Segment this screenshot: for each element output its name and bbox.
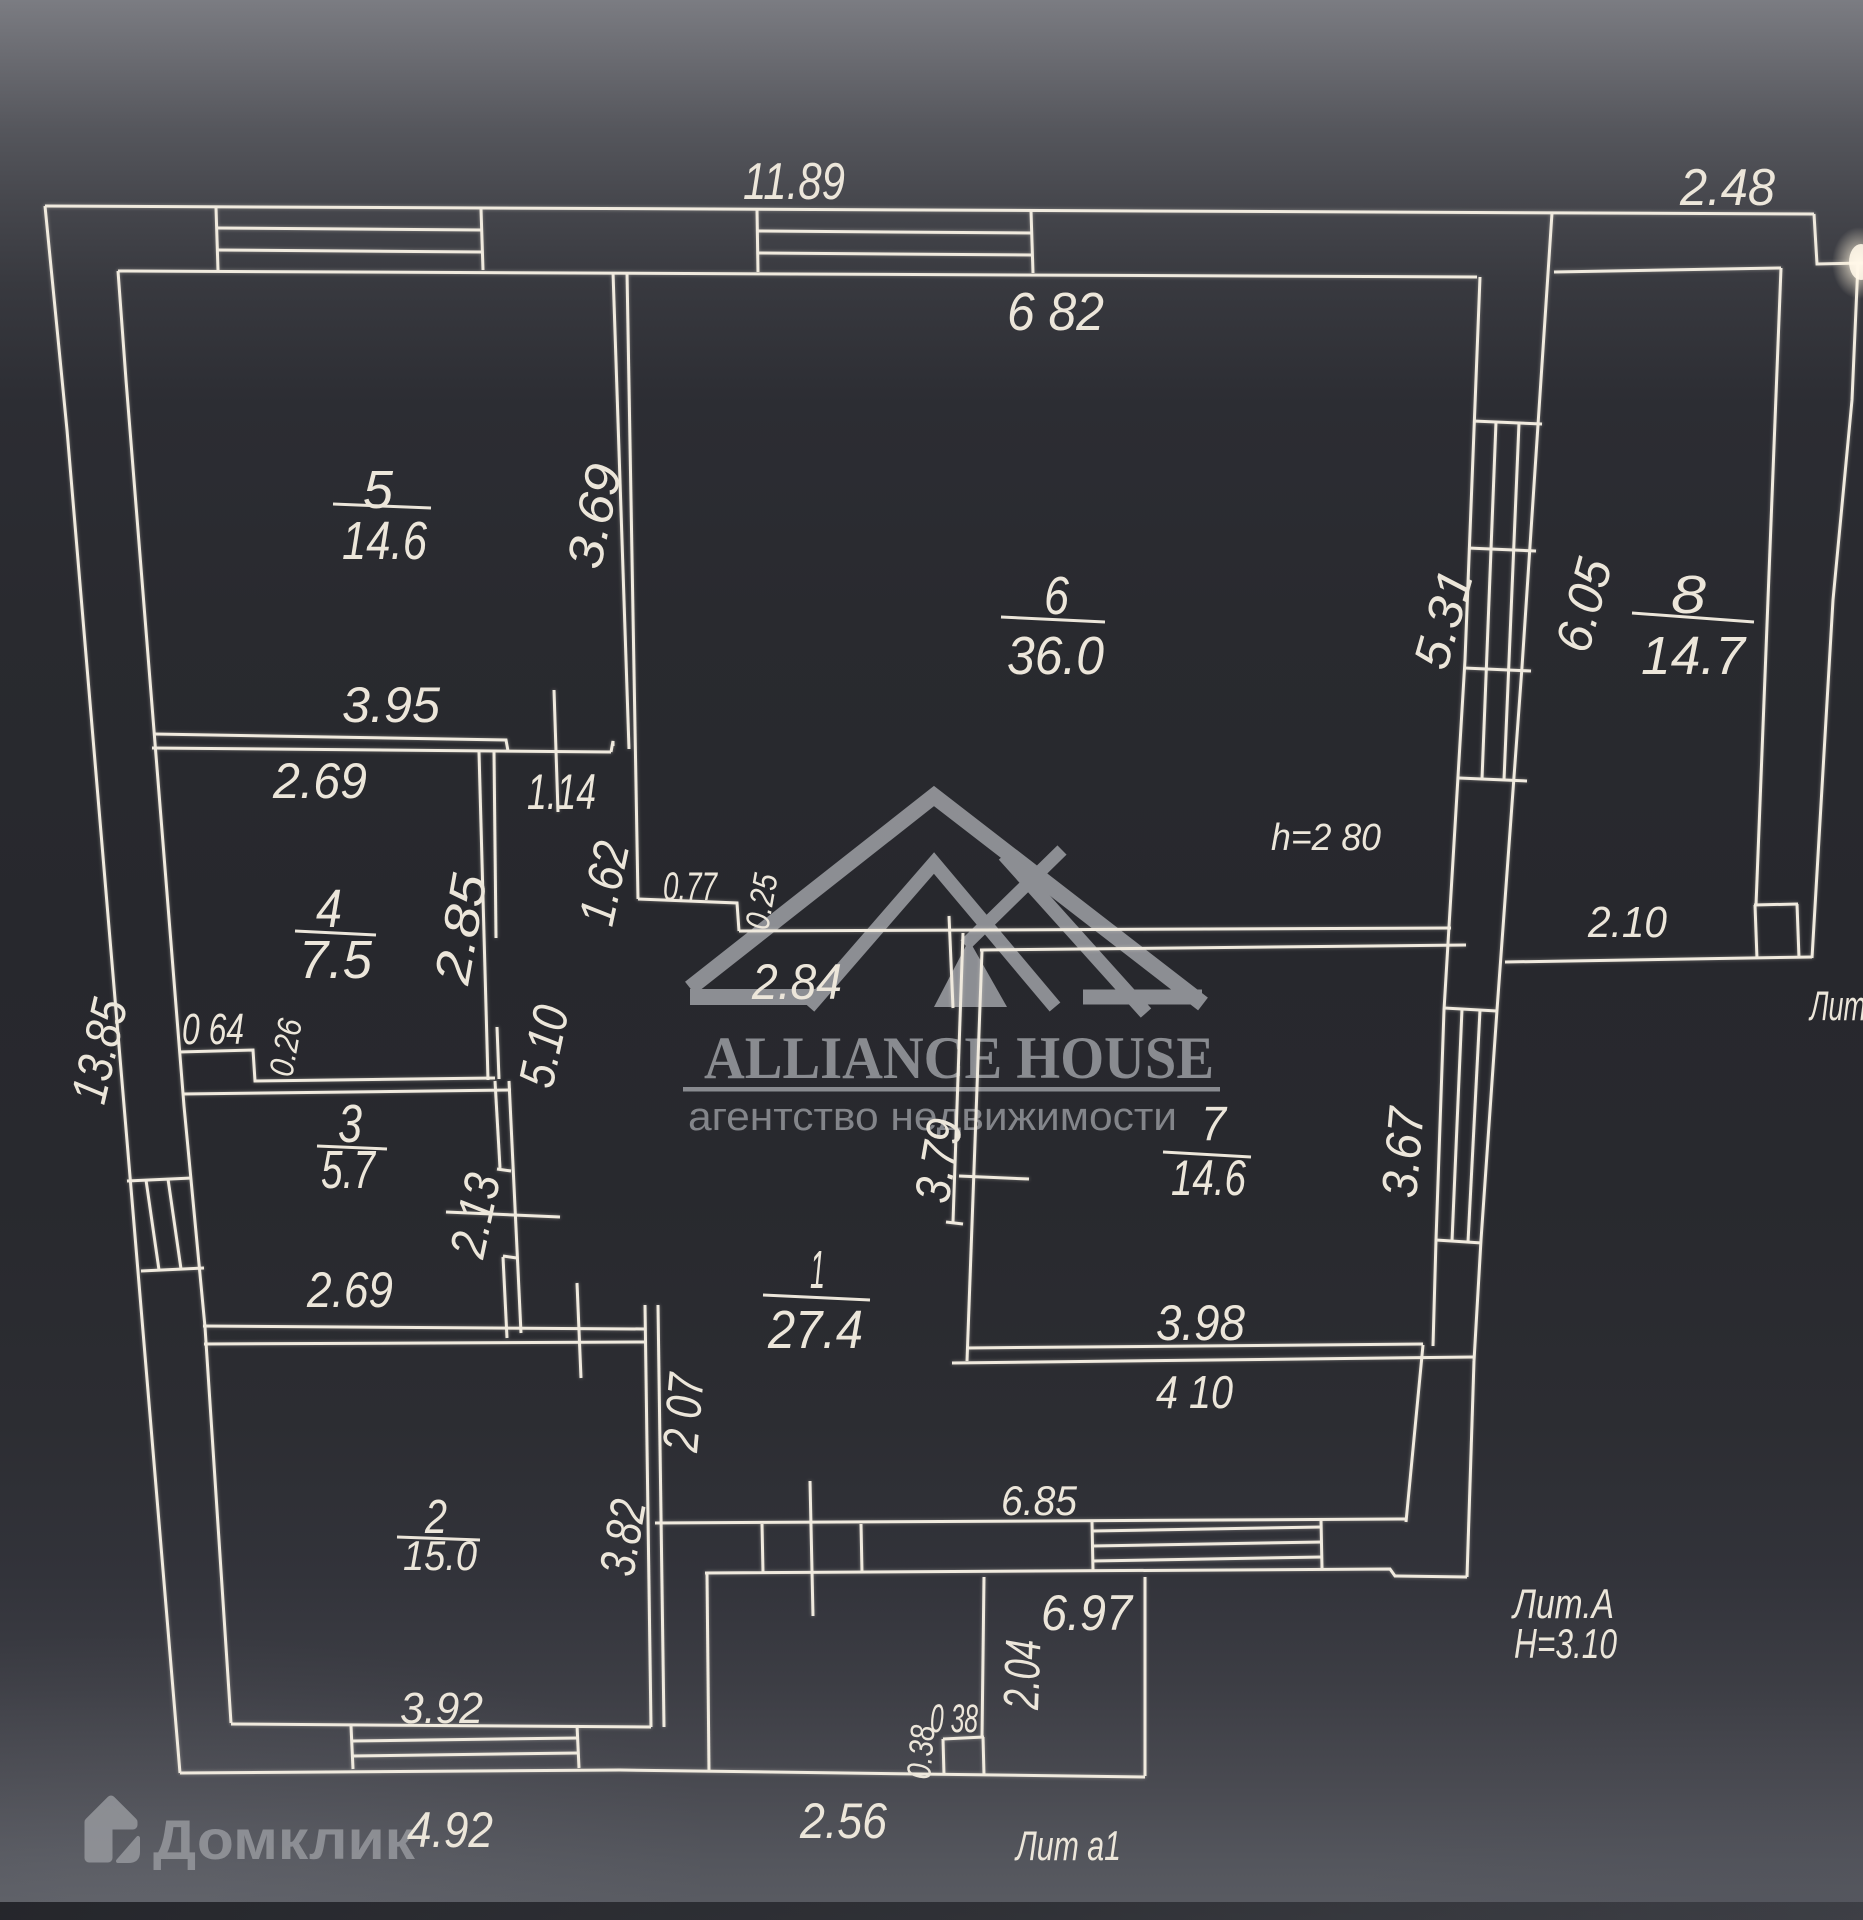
svg-text:2 07: 2 07 [652, 1370, 715, 1455]
svg-text:6.85: 6.85 [1001, 1477, 1078, 1524]
svg-text:1: 1 [810, 1240, 825, 1300]
svg-text:2: 2 [424, 1491, 447, 1544]
svg-text:14.6: 14.6 [1171, 1150, 1246, 1206]
svg-text:7: 7 [1201, 1098, 1228, 1151]
svg-text:2.69: 2.69 [306, 1262, 393, 1318]
svg-text:6: 6 [1044, 566, 1070, 626]
svg-text:27.4: 27.4 [767, 1300, 863, 1360]
svg-text:Лит.А: Лит.А [1511, 1580, 1614, 1627]
svg-text:7.5: 7.5 [299, 930, 373, 990]
svg-text:2.48: 2.48 [1679, 159, 1775, 217]
svg-text:0 38: 0 38 [930, 1697, 978, 1741]
svg-text:6.97: 6.97 [1041, 1585, 1134, 1641]
svg-text:11.89: 11.89 [743, 153, 845, 211]
svg-text:Лит: Лит [1808, 982, 1863, 1029]
svg-text:3: 3 [338, 1094, 362, 1154]
svg-text:2.04: 2.04 [993, 1638, 1051, 1711]
svg-text:2.69: 2.69 [272, 753, 367, 809]
svg-text:4.92: 4.92 [407, 1802, 493, 1858]
svg-text:агентство недвижимости: агентство недвижимости [688, 1095, 1177, 1139]
svg-text:Лит а1: Лит а1 [1014, 1822, 1121, 1869]
svg-text:2.10: 2.10 [1587, 898, 1667, 947]
svg-text:3.92: 3.92 [400, 1684, 483, 1733]
svg-text:14.7: 14.7 [1641, 626, 1747, 686]
svg-text:3.95: 3.95 [342, 677, 440, 733]
svg-text:5: 5 [363, 460, 394, 520]
svg-text:4 10: 4 10 [1156, 1366, 1233, 1418]
svg-text:14.6: 14.6 [342, 511, 428, 571]
svg-text:0 64: 0 64 [182, 1005, 244, 1054]
svg-text:0.77: 0.77 [663, 865, 718, 909]
svg-text:1.14: 1.14 [527, 764, 596, 820]
svg-text:4: 4 [316, 879, 342, 939]
svg-text:h=2 80: h=2 80 [1271, 817, 1381, 859]
svg-text:3.67: 3.67 [1371, 1103, 1435, 1200]
svg-text:5.7: 5.7 [321, 1140, 376, 1200]
svg-text:2.56: 2.56 [799, 1793, 887, 1849]
svg-text:6 82: 6 82 [1007, 282, 1104, 342]
svg-text:0.38: 0.38 [900, 1724, 943, 1781]
svg-text:2.84: 2.84 [751, 954, 842, 1010]
svg-text:3.98: 3.98 [1156, 1295, 1245, 1351]
svg-text:3.82: 3.82 [589, 1495, 657, 1580]
svg-text:36.0: 36.0 [1007, 626, 1104, 686]
svg-text:Домклик: Домклик [153, 1808, 416, 1871]
svg-text:H=3.10: H=3.10 [1514, 1620, 1617, 1667]
